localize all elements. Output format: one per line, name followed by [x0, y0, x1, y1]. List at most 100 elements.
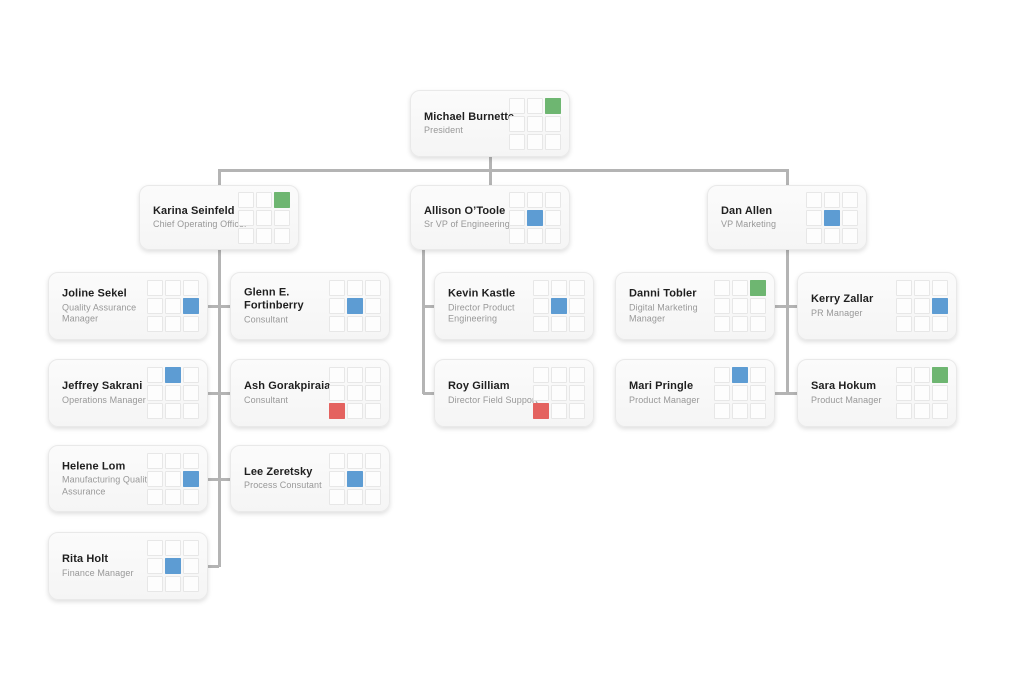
status-cell	[365, 367, 381, 383]
status-cell	[527, 191, 543, 208]
status-cell	[806, 191, 822, 208]
person-name: Roy Gilliam	[448, 379, 510, 392]
status-cell	[569, 280, 585, 296]
status-cell	[183, 367, 199, 383]
status-cell-active	[824, 209, 840, 226]
status-cell	[896, 385, 912, 401]
status-cell	[527, 133, 543, 150]
status-cell	[545, 133, 561, 150]
status-cell	[569, 385, 585, 401]
status-cell	[545, 191, 561, 208]
status-grid	[896, 280, 948, 332]
status-cell	[527, 227, 543, 244]
status-cell	[914, 298, 930, 314]
status-cell	[732, 385, 748, 401]
status-cell	[165, 576, 181, 592]
status-cell	[527, 97, 543, 114]
status-grid	[533, 367, 585, 419]
status-cell-active	[165, 367, 181, 383]
status-cell	[256, 209, 272, 226]
org-card-kerry-zallar[interactable]: Kerry Zallar PR Manager	[797, 272, 957, 340]
connector-line	[488, 170, 492, 186]
status-cell	[732, 298, 748, 314]
status-cell-active	[183, 298, 199, 314]
status-cell-active	[732, 367, 748, 383]
person-name: Mari Pringle	[629, 379, 694, 392]
status-cell	[183, 576, 199, 592]
connector-line	[206, 304, 219, 308]
status-cell	[329, 452, 345, 469]
connector-line	[785, 249, 789, 394]
status-cell	[750, 367, 766, 383]
connector-line	[773, 304, 787, 308]
status-cell	[183, 540, 199, 556]
status-cell-active	[165, 558, 181, 574]
status-cell	[347, 488, 363, 505]
status-cell	[932, 316, 948, 332]
status-cell	[509, 227, 525, 244]
status-cell	[238, 191, 254, 208]
person-title: VP Marketing	[721, 219, 777, 230]
status-cell-active	[274, 191, 290, 208]
status-grid	[329, 280, 381, 332]
status-cell	[896, 298, 912, 314]
status-cell	[932, 403, 948, 419]
status-cell	[533, 280, 549, 296]
person-name: Allison O’Toole	[424, 204, 506, 217]
person-name: Kerry Zallar	[811, 292, 874, 305]
person-title: Operations Manager	[62, 394, 146, 405]
status-cell	[896, 280, 912, 296]
status-cell-active	[533, 403, 549, 419]
status-cell	[714, 298, 730, 314]
status-cell	[914, 403, 930, 419]
status-cell	[183, 452, 199, 469]
person-title: Product Manager	[811, 394, 882, 405]
person-title: PR Manager	[811, 307, 863, 318]
status-grid	[509, 97, 561, 150]
person-name: Rita Holt	[62, 552, 109, 565]
person-title: Director Product Engineering	[448, 302, 515, 324]
status-cell	[551, 280, 567, 296]
status-cell	[932, 280, 948, 296]
status-cell	[365, 280, 381, 296]
status-cell-active	[347, 470, 363, 487]
status-cell-active	[527, 209, 543, 226]
status-cell	[806, 209, 822, 226]
status-cell	[569, 298, 585, 314]
status-cell	[183, 280, 199, 296]
status-cell	[914, 385, 930, 401]
status-cell	[147, 558, 163, 574]
status-cell	[329, 316, 345, 332]
status-cell	[509, 97, 525, 114]
status-grid	[533, 280, 585, 332]
connector-line	[423, 391, 435, 395]
status-cell	[329, 298, 345, 314]
status-cell	[914, 280, 930, 296]
